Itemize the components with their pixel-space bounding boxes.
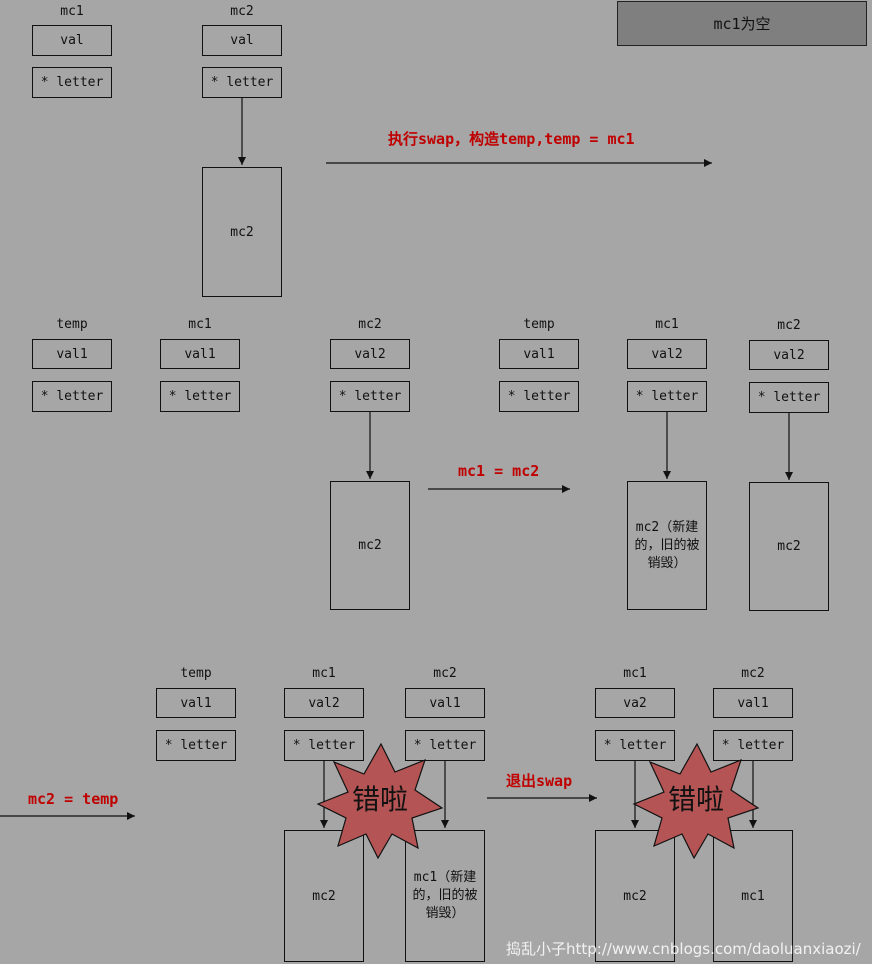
s4-temp-val: val1: [156, 688, 236, 718]
s2-temp-val: val1: [32, 339, 112, 369]
title-box: mc1为空: [617, 1, 867, 46]
s2-mc2-label: mc2: [358, 317, 382, 332]
s4-mc1-heap: mc2: [284, 830, 364, 962]
s3-temp-val: val1: [499, 339, 579, 369]
s5-mc1-heap: mc2: [595, 830, 675, 962]
s4-mc2-val: val1: [405, 688, 485, 718]
s2-mc2-letter: * letter: [330, 381, 410, 412]
title-text: mc1为空: [713, 15, 771, 33]
s5-mc1-letter: * letter: [595, 730, 675, 761]
s5-mc2-label: mc2: [741, 666, 765, 681]
s1-mc1-letter: * letter: [32, 67, 112, 98]
step-assign-mc1: mc1 = mc2: [458, 462, 540, 480]
s2-mc1-label: mc1: [188, 317, 212, 332]
s5-mc1-label: mc1: [623, 666, 647, 681]
s3-temp-label: temp: [523, 317, 555, 332]
s1-mc1-label: mc1: [60, 4, 84, 19]
step-exit-swap: 退出swap: [506, 772, 573, 790]
s2-mc1-letter: * letter: [160, 381, 240, 412]
s3-mc1-heap: mc2（新建的，旧的被销毁）: [627, 481, 707, 610]
s1-mc2-heap: mc2: [202, 167, 282, 297]
s3-mc2-heap: mc2: [749, 482, 829, 611]
s1-mc2-letter: * letter: [202, 67, 282, 98]
s3-mc1-label: mc1: [655, 317, 679, 332]
step-assign-mc2: mc2 = temp: [28, 790, 119, 808]
s4-mc2-heap: mc1（新建的，旧的被销毁）: [405, 830, 485, 962]
error-star-right: [632, 742, 760, 860]
s4-mc2-label: mc2: [433, 666, 457, 681]
s2-temp-letter: * letter: [32, 381, 112, 412]
s5-mc2-val: val1: [713, 688, 793, 718]
error-text-left: 错啦: [351, 783, 408, 816]
step-swap-start: 执行swap，构造temp,temp = mc1: [388, 130, 635, 148]
error-star-left: [316, 742, 444, 860]
s3-mc2-label: mc2: [777, 318, 801, 333]
watermark: 捣乱小子http://www.cnblogs.com/daoluanxiaozi…: [506, 940, 861, 958]
s5-mc1-val: va2: [595, 688, 675, 718]
s2-mc1-val: val1: [160, 339, 240, 369]
s4-temp-letter: * letter: [156, 730, 236, 761]
error-text-right: 错啦: [667, 783, 724, 816]
s4-mc1-val: val2: [284, 688, 364, 718]
s5-mc2-letter: * letter: [713, 730, 793, 761]
s2-temp-label: temp: [56, 317, 88, 332]
s3-mc1-letter: * letter: [627, 381, 707, 412]
s4-temp-label: temp: [180, 666, 212, 681]
s4-mc2-letter: * letter: [405, 730, 485, 761]
s3-mc1-val: val2: [627, 339, 707, 369]
s5-mc2-heap: mc1: [713, 830, 793, 962]
s1-mc2-val: val: [202, 25, 282, 56]
s2-mc2-heap: mc2: [330, 481, 410, 610]
s1-mc1-val: val: [32, 25, 112, 56]
s3-mc2-letter: * letter: [749, 382, 829, 413]
s4-mc1-letter: * letter: [284, 730, 364, 761]
s2-mc2-val: val2: [330, 339, 410, 369]
s1-mc2-label: mc2: [230, 4, 254, 19]
s4-mc1-label: mc1: [312, 666, 336, 681]
s3-temp-letter: * letter: [499, 381, 579, 412]
s3-mc2-val: val2: [749, 340, 829, 370]
